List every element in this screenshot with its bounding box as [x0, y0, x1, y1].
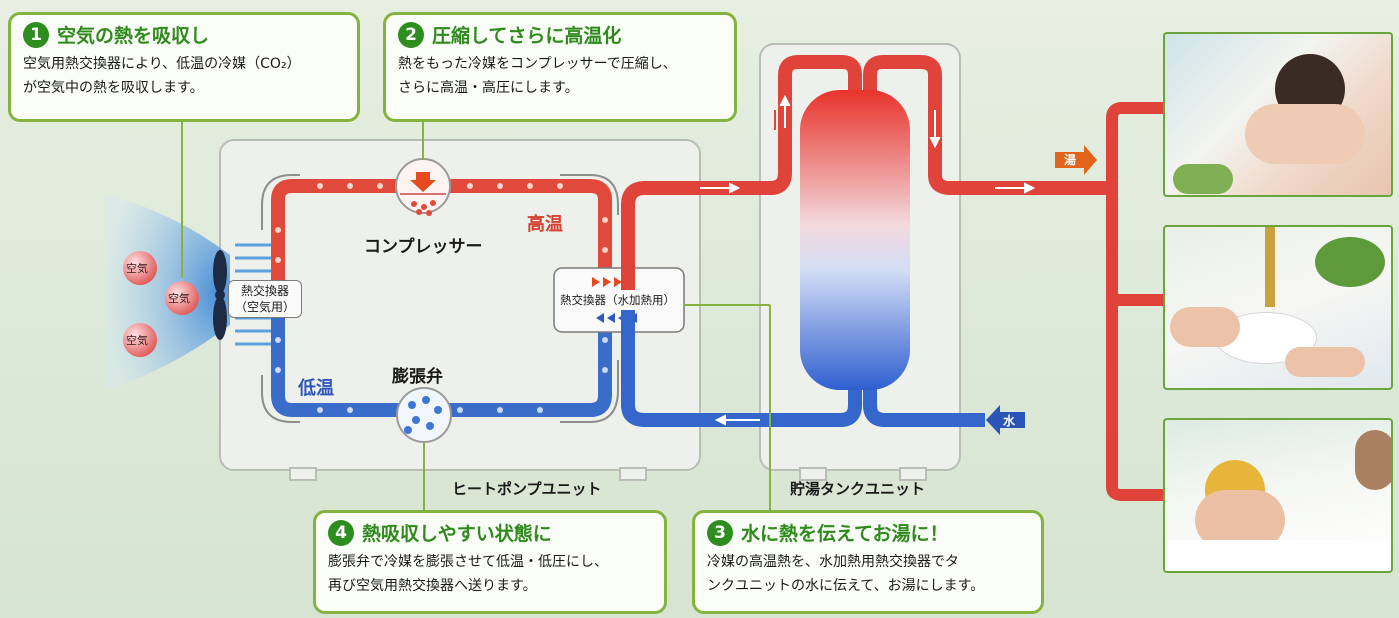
step-number-badge: 4 [328, 519, 354, 546]
step-title: 空気の熱を吸収し [57, 25, 210, 47]
heat-pump-unit-label: ヒートポンプユニット [452, 480, 602, 498]
air-hx-fins [235, 243, 272, 346]
step-number-badge: 1 [23, 21, 49, 48]
hot-water-tag-arrow [1055, 145, 1097, 175]
air-label-3: 空気 [126, 334, 148, 347]
step-number-badge: 3 [707, 519, 733, 546]
step-description: 冷媒の高温熱を、水加熱用熱交換器でタ ンクユニットの水に伝えて、お湯にします。 [707, 554, 985, 594]
air-balls [123, 251, 199, 357]
callout-connectors [181, 120, 771, 515]
refrigerant-dots [275, 183, 608, 263]
fan-icon [213, 250, 227, 340]
tank-unit-label: 貯湯タンクユニット [790, 480, 926, 498]
step-1-callout: 1 空気の熱を吸収し 空気用熱交換器により、低温の冷媒（CO₂） が空気中の熱を吸… [8, 12, 360, 122]
water-hx-box [553, 267, 685, 333]
step-description: 熱をもった冷媒をコンプレッサーで圧縮し、 さらに高温・高圧にします。 [398, 56, 677, 96]
air-hx-label: 熱交換器 （空気用） [228, 280, 303, 318]
step-2-callout: 2 圧縮してさらに高温化 熱をもった冷媒をコンプレッサーで圧縮し、 さらに高温・高… [383, 12, 737, 122]
photo-dish-washing [1163, 225, 1393, 390]
step-description: 空気用熱交換器により、低温の冷媒（CO₂） が空気中の熱を吸収します。 [23, 56, 301, 96]
expansion-valve-label: 膨張弁 [392, 367, 443, 387]
low-temp-label: 低温 [298, 378, 334, 399]
photo-bath [1163, 418, 1393, 573]
step-3-callout: 3 水に熱を伝えてお湯に！ 冷媒の高温熱を、水加熱用熱交換器でタ ンクユニットの水… [692, 510, 1044, 614]
step-title: 水に熱を伝えてお湯に！ [741, 523, 949, 545]
air-label-2: 空気 [168, 292, 190, 305]
pipe-flow-arrows [700, 110, 1036, 426]
step-4-callout: 4 熱吸収しやすい状態に 膨張弁で冷媒を膨張させて低温・低圧にし、 再び空気用熱交… [313, 510, 667, 614]
hot-water-tank [800, 90, 910, 390]
step-title: 熱吸収しやすい状態に [362, 523, 552, 545]
water-tag-arrow [986, 405, 1025, 435]
step-title: 圧縮してさらに高温化 [432, 25, 622, 47]
water-tag: 水 [1003, 414, 1016, 428]
step-number-badge: 2 [398, 21, 424, 48]
hot-water-branch [1106, 102, 1165, 501]
high-temp-label: 高温 [527, 214, 563, 235]
step-description: 膨張弁で冷媒を膨張させて低温・低圧にし、 再び空気用熱交換器へ送ります。 [328, 554, 608, 594]
compressor-label: コンプレッサー [364, 237, 483, 257]
water-hx-label: 熱交換器（水加熱用） [560, 293, 675, 307]
air-label-1: 空気 [126, 262, 148, 275]
hot-water-tag: 湯 [1064, 153, 1077, 167]
expansion-valve-icon [396, 387, 452, 443]
photo-face-washing [1163, 32, 1393, 197]
flow-guide-arrows [261, 174, 619, 423]
